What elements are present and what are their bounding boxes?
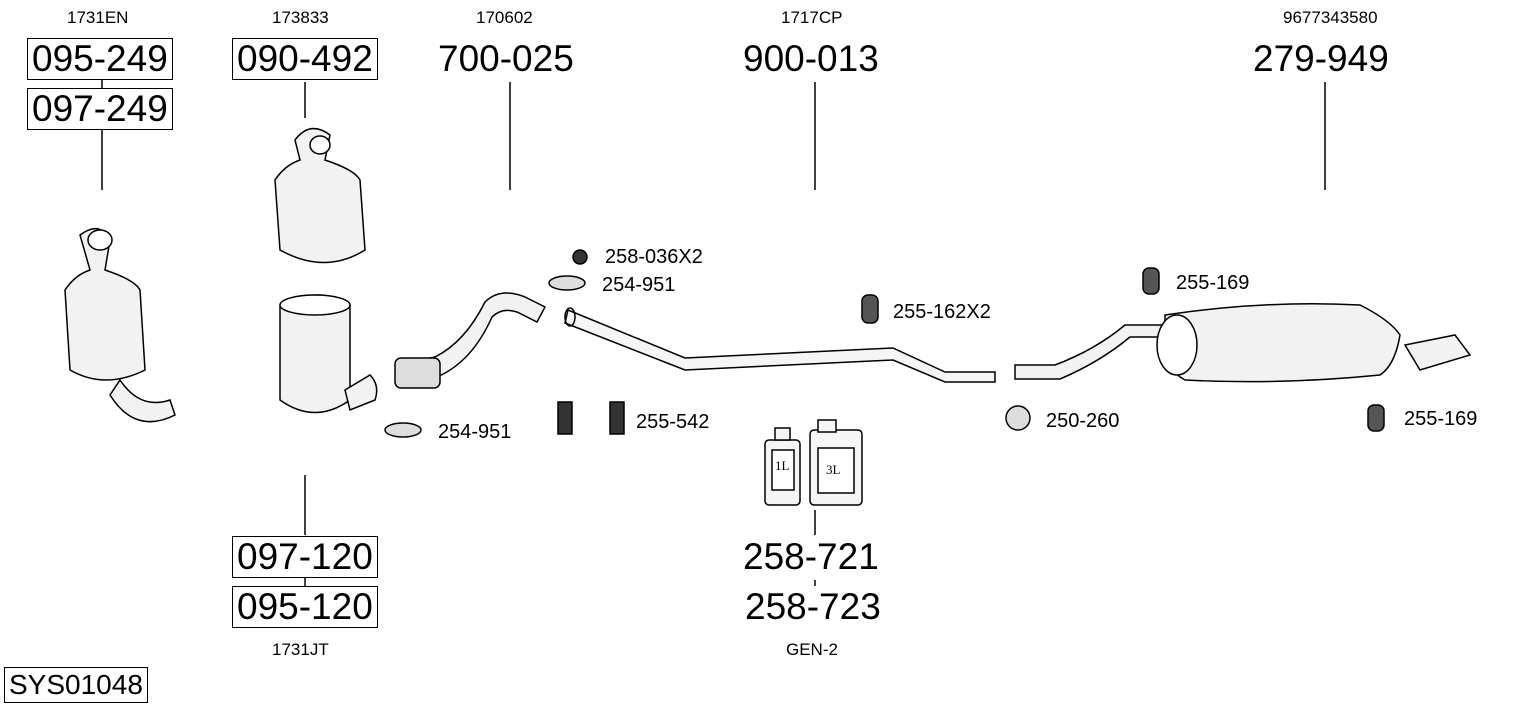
clamp-icons [384,249,1385,438]
leader-lines [101,80,1326,587]
oem-ref-170602: 170602 [476,8,533,27]
catalyst-1-drawing [64,227,176,423]
oem-ref-173833: 173833 [272,8,329,27]
rear-silencer-drawing [1014,303,1472,383]
middle-pipe-drawing [564,307,996,383]
accessory-255-169[interactable]: 255-169 [1176,272,1250,294]
oem-ref-1731jt: 1731JT [272,640,329,659]
catalyst-2-drawing [274,127,378,414]
oem-ref-1731en: 1731EN [67,8,129,27]
accessory-254-951-b[interactable]: 254-951 [438,421,512,443]
oem-ref-1717cp: 1717CP [781,8,843,27]
system-id: SYS01048 [4,667,148,703]
oem-ref-9677343580: 9677343580 [1283,8,1378,27]
can-1l-drawing [764,427,801,506]
part-258-721[interactable]: 258-721 [743,536,879,577]
can-1l-label: 1L [775,458,790,473]
part-090-492[interactable]: 090-492 [232,38,378,80]
accessory-255-542[interactable]: 255-542 [636,411,710,433]
accessory-255-162x2[interactable]: 255-162X2 [893,301,991,323]
part-097-249[interactable]: 097-249 [27,88,173,130]
accessory-258-036x2[interactable]: 258-036X2 [605,246,703,268]
part-097-120[interactable]: 097-120 [232,536,378,578]
can-3l-drawing [809,419,863,506]
oem-ref-gen2: GEN-2 [786,640,838,659]
part-700-025[interactable]: 700-025 [438,38,574,79]
front-pipe-drawing [394,292,547,389]
accessory-255-169-b[interactable]: 255-169 [1404,408,1478,430]
part-095-120[interactable]: 095-120 [232,586,378,628]
part-095-249[interactable]: 095-249 [27,38,173,80]
part-258-723[interactable]: 258-723 [745,586,881,627]
part-279-949[interactable]: 279-949 [1253,38,1389,79]
can-3l-label: 3L [826,462,841,477]
accessory-250-260[interactable]: 250-260 [1046,410,1120,432]
accessory-254-951[interactable]: 254-951 [602,274,676,296]
part-900-013[interactable]: 900-013 [743,38,879,79]
